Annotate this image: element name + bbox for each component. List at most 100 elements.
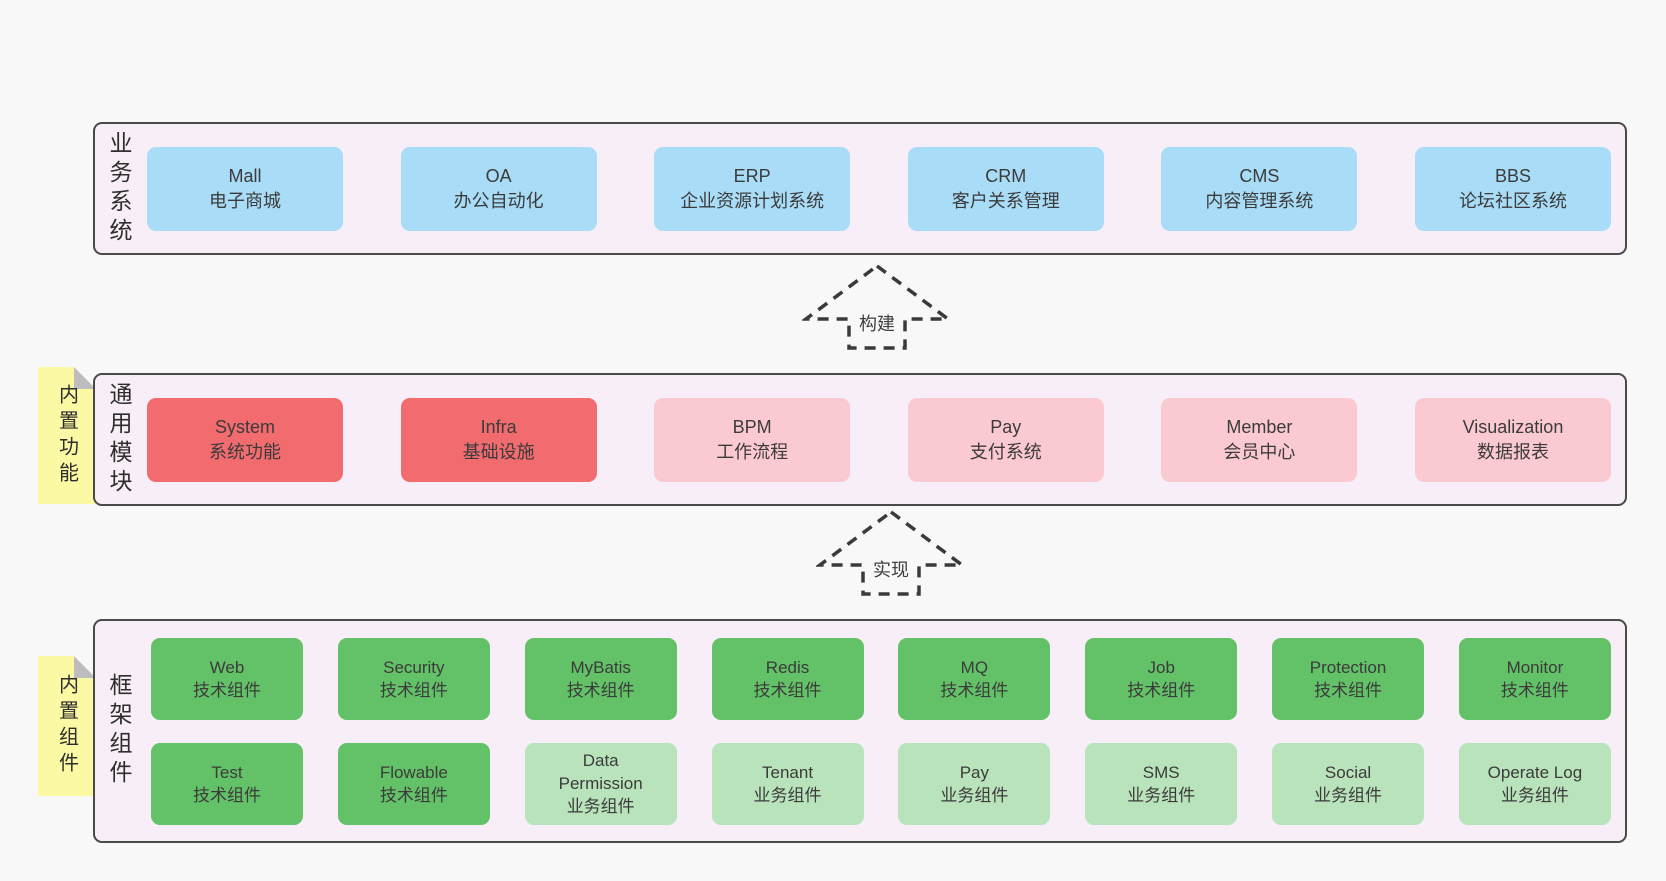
box-subtitle: 业务组件 [1314,785,1383,805]
box-redis: Redis 技术组件 [711,637,864,720]
box-subtitle: 数据报表 [1476,441,1549,462]
arrow-implement: 实现 [816,508,966,598]
box-title: Infra [480,416,517,437]
box-title: Tenant [762,762,814,782]
box-web: Web 技术组件 [151,637,303,720]
band-label-common-modules: 通用模块 [106,381,132,498]
business-systems-boxes: Mall 电子商城 OA 办公自动化 ERP 企业资源计划系统 CRM 客户关系管理 CMS 内容… [143,124,1625,253]
box-title: Mall [228,165,262,186]
box-title: CRM [985,165,1027,186]
arrow-implement-label: 实现 [868,556,914,582]
box-bpm: BPM 工作流程 [654,397,851,482]
box-subtitle: 技术组件 [753,680,822,700]
box-subtitle: 技术组件 [379,785,448,805]
box-operate-log: Operate Log 业务组件 [1458,742,1611,825]
box-title: SMS [1142,762,1180,782]
box-pay: Pay 业务组件 [898,742,1051,825]
box-title: Test [211,762,243,782]
box-title: Protection [1309,657,1387,677]
box-subtitle: 技术组件 [566,680,635,700]
box-title: Operate Log [1487,762,1583,782]
box-subtitle: 业务组件 [940,785,1009,805]
box-bbs: BBS 论坛社区系统 [1414,146,1611,231]
dashed-block-arrow-icon [802,263,952,350]
arrow-build-label: 构建 [854,310,900,336]
band-label-business-systems: 业务系统 [106,130,132,247]
box-tenant: Tenant 业务组件 [711,742,864,825]
box-title: BBS [1494,165,1531,186]
sticky-note-label: 内置功能 [55,383,78,488]
box-subtitle: 技术组件 [1127,680,1196,700]
box-title: Redis [765,657,810,677]
box-title: Security [383,657,445,677]
box-subtitle: 基础设施 [462,441,535,462]
box-subtitle: 技术组件 [193,680,261,700]
box-title: Member [1226,416,1293,437]
arrow-build: 构建 [802,262,952,352]
box-subtitle: 技术组件 [379,680,448,700]
box-title: ERP [733,165,771,186]
box-subtitle: 业务组件 [753,785,822,805]
box-title: Job [1147,657,1175,677]
box-job: Job 技术组件 [1085,637,1238,720]
box-subtitle: 系统功能 [209,441,281,462]
sticky-note-label: 内置组件 [55,674,78,778]
band-business-systems: 业务系统 Mall 电子商城 OA 办公自动化 ERP 企业资源计划系统 CRM 客户关系管理… [93,122,1627,255]
sticky-note-builtin-features: 内置功能 [38,367,96,504]
box-crm: CRM 客户关系管理 [907,146,1104,231]
box-protection: Protection 技术组件 [1272,637,1425,720]
box-subtitle: 技术组件 [1500,680,1569,700]
box-subtitle: 企业资源计划系统 [680,190,825,211]
box-title: CMS [1239,165,1280,186]
box-visualization: Visualization 数据报表 [1414,397,1611,482]
box-sms: SMS 业务组件 [1085,742,1238,825]
box-subtitle: 技术组件 [1314,680,1383,700]
box-data-permission: Data Permission 业务组件 [524,742,677,825]
box-subtitle: 业务组件 [1127,785,1196,805]
box-title: Pay [990,416,1022,437]
box-subtitle: 电子商城 [209,190,281,211]
band-label-framework-components: 框架组件 [106,673,132,789]
box-subtitle: 业务组件 [1500,785,1569,805]
box-subtitle: 技术组件 [193,785,261,805]
box-cms: CMS 内容管理系统 [1161,146,1358,231]
box-security: Security 技术组件 [337,637,490,720]
box-title: Social [1324,762,1372,782]
box-title: BPM [732,416,772,437]
box-title: MQ [960,657,989,677]
box-title: System [214,416,275,437]
box-title: Data Permission [558,751,643,793]
box-subtitle: 业务组件 [566,797,635,816]
box-erp: ERP 企业资源计划系统 [654,146,851,231]
dashed-block-arrow-icon [816,509,966,596]
box-title: OA [485,165,512,186]
box-subtitle: 客户关系管理 [951,190,1060,211]
box-mq: MQ 技术组件 [898,637,1051,720]
box-subtitle: 论坛社区系统 [1458,190,1567,211]
box-title: Flowable [379,762,448,782]
box-test: Test 技术组件 [151,742,303,825]
box-social: Social 业务组件 [1272,742,1425,825]
box-infra: Infra 基础设施 [400,397,597,482]
box-subtitle: 内容管理系统 [1205,190,1314,211]
box-title: Pay [959,762,990,782]
box-title: Web [209,657,245,677]
box-subtitle: 技术组件 [940,680,1009,700]
box-subtitle: 办公自动化 [453,190,544,211]
box-oa: OA 办公自动化 [400,146,597,231]
box-subtitle: 工作流程 [716,441,789,462]
box-title: Visualization [1462,416,1564,437]
sticky-note-builtin-components: 内置组件 [38,656,96,796]
box-system: System 系统功能 [147,397,343,482]
